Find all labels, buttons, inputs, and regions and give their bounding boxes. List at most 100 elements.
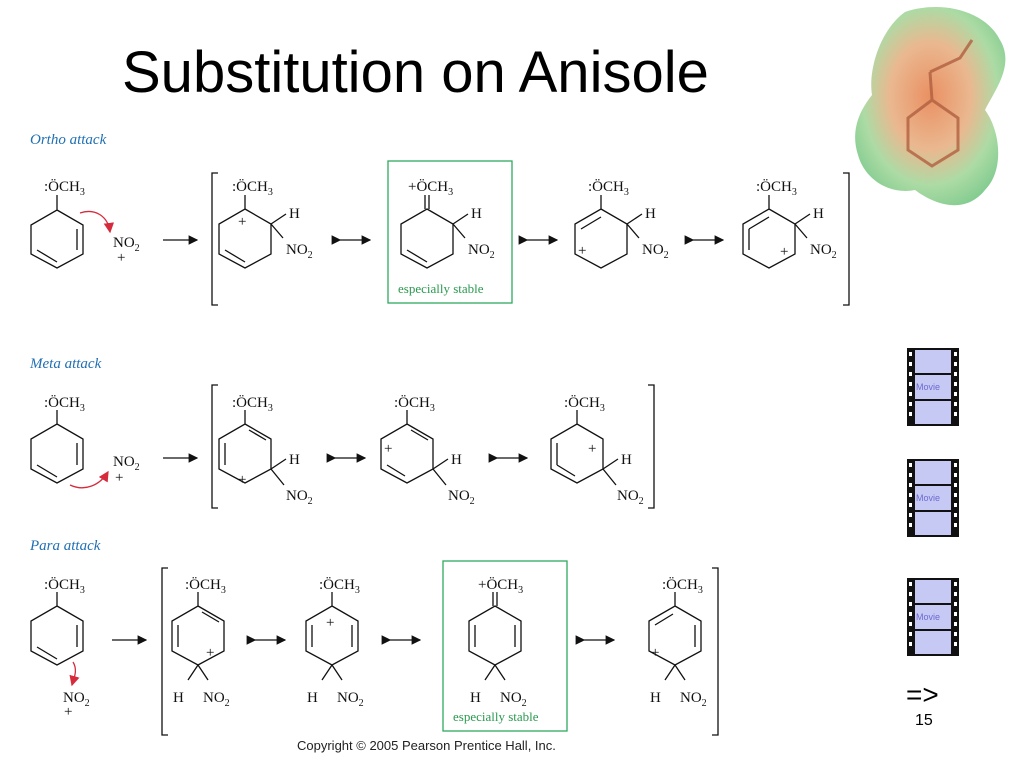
svg-text:NO2: NO2 [113,454,140,473]
svg-text:NO2: NO2 [337,690,364,709]
meta-r1-no2-sub: 2 [308,496,313,507]
movie-label-1: Movie [916,382,940,392]
ortho-r1-plus: + [238,214,246,230]
para-r1-och3: :ÖCH [185,576,221,593]
ortho-r4-och3: :ÖCH [756,178,792,195]
ortho-anisole-molecule: :ÖCH3 [30,178,85,269]
svg-text::ÖCH3: :ÖCH3 [232,394,273,414]
para-r1-no2: NO [203,690,225,706]
ortho-right-bracket [843,172,850,306]
meta-attack-heading: Meta attack [29,356,102,372]
svg-text::ÖCH3: :ÖCH3 [394,394,435,414]
meta-nitronium-sub: 2 [135,462,140,473]
svg-text::ÖCH3: :ÖCH3 [319,576,360,596]
meta-r1-no2: NO [286,488,308,504]
ortho-resonance-4: :ÖCH3 H NO2 + [742,178,837,269]
meta-r3-no2-sub: 2 [639,496,644,507]
svg-text:NO2: NO2 [203,690,230,709]
movie-label-2: Movie [916,493,940,503]
meta-resonance-1: :ÖCH3 H NO2 + [218,394,313,507]
meta-anisole-molecule: :ÖCH3 [30,394,85,484]
svg-text:NO2: NO2 [680,690,707,709]
para-nitronium-plus: + [64,704,72,720]
ortho-r2-och3-sub: 3 [448,187,453,198]
para-r4-h: H [650,690,661,706]
ortho-r4-h: H [813,206,824,222]
para-r4-no2: NO [680,690,702,706]
ortho-left-bracket [211,172,218,306]
svg-text:NO2: NO2 [286,488,313,507]
para-r4-och3: :ÖCH [662,576,698,593]
para-r1-h: H [173,690,184,706]
meta-r2-no2: NO [448,488,470,504]
meta-r1-plus: + [238,472,246,488]
meta-r3-plus: + [588,441,596,457]
para-anisole-molecule: :ÖCH3 [30,576,85,666]
meta-r3-h: H [621,452,632,468]
movie-button-meta-bottom[interactable]: Movie [907,459,959,537]
meta-r1-och3: :ÖCH [232,394,268,411]
para-r3-h: H [470,690,481,706]
meta-r2-plus: + [384,441,392,457]
meta-r1-h: H [289,452,300,468]
ortho-attack-heading: Ortho attack [30,132,107,148]
meta-r2-h: H [451,452,462,468]
ortho-nitronium-label: NO [113,235,135,251]
ortho-r2-h: H [471,206,482,222]
ortho-r3-no2: NO [642,242,664,258]
para-r2-och3-sub: 3 [355,585,360,596]
ortho-resonance-1: :ÖCH3 H NO2 + [218,178,313,269]
ortho-r1-h: H [289,206,300,222]
ortho-r2-no2: NO [468,242,490,258]
para-left-bracket [161,567,168,736]
ortho-r1-no2: NO [286,242,308,258]
copyright-notice: Copyright © 2005 Pearson Prentice Hall, … [297,738,556,753]
svg-text:NO2: NO2 [286,242,313,261]
para-especially-stable-label: especially stable [453,709,539,724]
slide-title: Substitution on Anisole [122,40,709,105]
para-r2-no2-sub: 2 [359,698,364,709]
svg-text:+ÖCH3: +ÖCH3 [408,178,453,198]
ortho-resonance-3: :ÖCH3 H NO2 + [574,178,669,269]
svg-text::ÖCH3: :ÖCH3 [44,576,85,596]
meta-right-bracket [648,384,655,509]
para-r2-no2: NO [337,690,359,706]
meta-resonance-3: :ÖCH3 H NO2 + [550,394,644,507]
movie-button-meta-top[interactable]: Movie [907,348,959,426]
svg-text::ÖCH3: :ÖCH3 [185,576,226,596]
meta-nitronium-plus: + [115,470,123,486]
svg-text:NO2: NO2 [468,242,495,261]
ortho-r2-no2-sub: 2 [490,250,495,261]
svg-text:NO2: NO2 [810,242,837,261]
para-r3-no2-sub: 2 [522,698,527,709]
svg-text::ÖCH3: :ÖCH3 [662,576,703,596]
meta-r1-och3-sub: 3 [268,403,273,414]
meta-reactant-och3-sub: 3 [80,403,85,414]
ortho-r3-h: H [645,206,656,222]
svg-text:NO2: NO2 [642,242,669,261]
para-right-bracket [712,567,719,736]
meta-reactant-och3: :ÖCH [44,394,80,411]
ortho-r2-och3: +ÖCH [408,178,448,195]
movie-button-para[interactable]: Movie [907,578,959,656]
ortho-r3-plus: + [578,243,586,259]
ortho-especially-stable-box [387,160,513,304]
page-number: 15 [915,712,933,729]
ortho-r4-no2: NO [810,242,832,258]
para-r1-no2-sub: 2 [225,698,230,709]
ortho-r1-och3: :ÖCH [232,178,268,195]
svg-text:NO2: NO2 [500,690,527,709]
next-slide-link[interactable]: => [906,679,939,710]
svg-text:NO2: NO2 [113,235,140,254]
ortho-r3-och3-sub: 3 [624,187,629,198]
svg-text:NO2: NO2 [448,488,475,507]
para-attack-heading: Para attack [29,538,101,554]
para-resonance-4: :ÖCH3 H NO2 + [648,576,707,709]
ortho-nitronium-sub: 2 [135,243,140,254]
ortho-r4-no2-sub: 2 [832,250,837,261]
ortho-r4-och3-sub: 3 [792,187,797,198]
meta-curved-arrow [69,470,109,489]
svg-text:NO2: NO2 [63,690,90,709]
ortho-r1-no2-sub: 2 [308,250,313,261]
svg-text::ÖCH3: :ÖCH3 [44,394,85,414]
